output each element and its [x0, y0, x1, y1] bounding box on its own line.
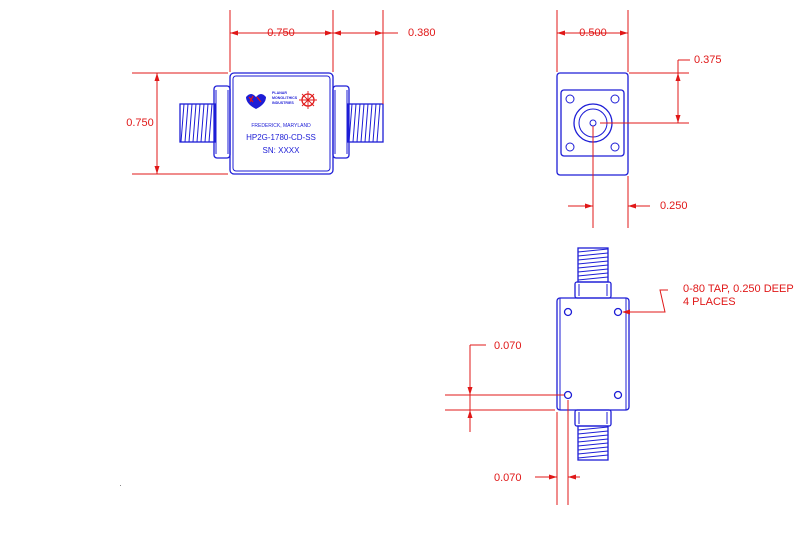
flange-hole: [610, 142, 620, 152]
flange-hole: [565, 142, 575, 152]
top-dimensions: 0-80 TAP, 0.250 DEEP 4 PLACES 0.070 0.07…: [445, 283, 794, 505]
front-view: PLANAR MONOLITHICS INDUSTRIES FREDERICK,…: [179, 72, 384, 175]
dim-front-width: 0.750: [267, 27, 295, 39]
left-sma-connector: [179, 85, 231, 159]
tap-hole: [613, 390, 623, 400]
top-connector-upper: [574, 247, 612, 299]
label-serial: SN: XXXX: [263, 146, 301, 155]
dim-end-center-height: 0.375: [694, 54, 722, 66]
end-dimensions: 0.500 0.375 0.250: [556, 10, 722, 228]
logo-company-line1: PLANAR: [272, 91, 287, 95]
tap-hole: [613, 307, 623, 317]
label-part-number: HP2G-1780-CD-SS: [246, 133, 316, 142]
flange-hole: [565, 94, 575, 104]
note-tap-line1: 0-80 TAP, 0.250 DEEP: [683, 283, 794, 295]
connector-center-pin: [589, 119, 597, 127]
front-body-inner-outline: [232, 75, 331, 172]
dim-end-center-offset: 0.250: [660, 200, 688, 212]
right-sma-connector: [332, 85, 384, 159]
flange-hole: [610, 94, 620, 104]
top-body-outline: [556, 297, 630, 411]
note-tap-line2: 4 PLACES: [683, 296, 736, 308]
dim-front-connector: 0.380: [408, 27, 436, 39]
dim-end-width: 0.500: [579, 27, 607, 39]
dim-top-hole-x: 0.070: [494, 472, 522, 484]
logo-company-line2: MONOLITHICS: [272, 96, 298, 100]
dim-front-height: 0.750: [126, 117, 154, 129]
dim-top-hole-y: 0.070: [494, 340, 522, 352]
logo-company-line3: INDUSTRIES: [272, 101, 294, 105]
stray-dot: [120, 485, 121, 486]
label-location: FREDERICK, MARYLAND: [251, 123, 311, 129]
front-dimensions: 0.750 0.380 0.750: [126, 10, 436, 175]
top-view: [556, 247, 630, 461]
tap-hole: [563, 390, 573, 400]
top-connector-lower: [574, 409, 612, 461]
company-logo: PLANAR MONOLITHICS INDUSTRIES: [246, 91, 317, 109]
tap-hole: [563, 307, 573, 317]
